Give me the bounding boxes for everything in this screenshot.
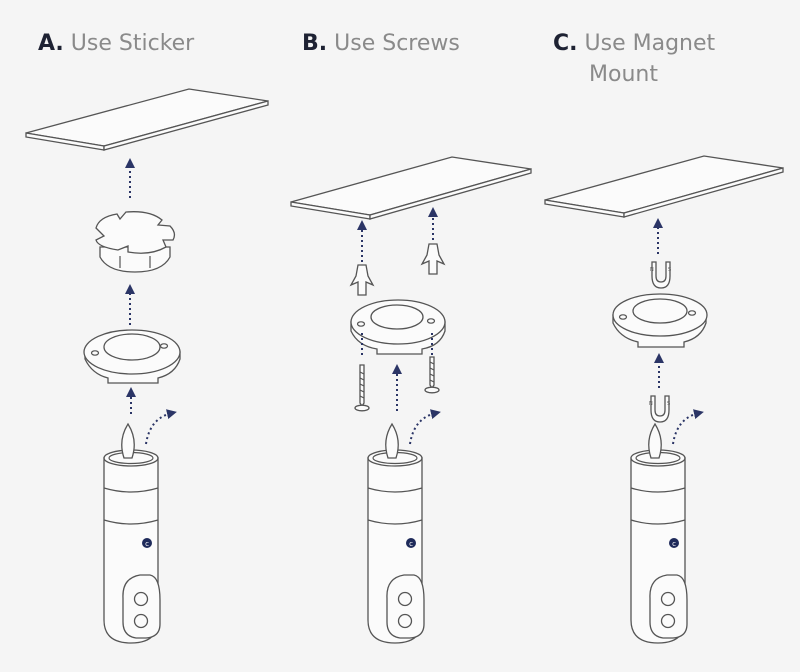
logo-badge-c — [669, 538, 679, 548]
svg-text:N: N — [649, 401, 653, 407]
wall-anchor-right — [420, 243, 446, 275]
arrow-peel-b — [409, 409, 441, 445]
svg-text:c: c — [409, 540, 413, 548]
screw-right — [424, 356, 440, 394]
heading-letter-a: A. — [38, 31, 64, 56]
screw-left — [354, 364, 370, 412]
heading-use-sticker: A. Use Sticker — [38, 28, 194, 59]
svg-text:c: c — [672, 540, 676, 548]
ceiling-plate-a — [25, 88, 269, 151]
svg-text:S: S — [667, 401, 670, 407]
camera-c: c — [630, 422, 688, 644]
arrow-peel-a — [145, 409, 177, 445]
ceiling-plate-b — [290, 156, 532, 220]
camera-b: c — [367, 422, 425, 644]
mount-base-c — [612, 293, 708, 348]
heading-title-b: Use Screws — [334, 31, 460, 56]
heading-use-magnet-mount: C. Use Magnet Mount — [553, 28, 715, 90]
mount-base-b — [350, 299, 446, 355]
heading-letter-c: C. — [553, 31, 578, 56]
svg-text:S: S — [668, 267, 671, 273]
heading-use-screws: B. Use Screws — [302, 28, 460, 59]
logo-badge-a — [142, 538, 152, 548]
sticker-disc — [95, 211, 176, 273]
magnet-bottom: N S — [649, 395, 670, 423]
wall-anchor-left — [349, 264, 375, 296]
ceiling-plate-c — [544, 155, 784, 218]
logo-badge-b — [406, 538, 416, 548]
camera-a: c — [103, 422, 161, 644]
magnet-top: N S — [650, 261, 671, 289]
svg-text:N: N — [650, 267, 654, 273]
heading-letter-b: B. — [302, 31, 328, 56]
svg-text:c: c — [145, 540, 149, 548]
heading-title-c-line1: Use Magnet — [584, 31, 716, 56]
mount-base-a — [83, 329, 181, 384]
heading-title-c-line2: Mount — [589, 62, 658, 87]
column-c-magnet: N S N S c — [544, 155, 784, 644]
heading-title-a: Use Sticker — [70, 31, 195, 56]
arrow-peel-c — [672, 409, 704, 445]
column-a-sticker: c — [25, 88, 269, 644]
column-b-screws: c — [290, 156, 532, 644]
